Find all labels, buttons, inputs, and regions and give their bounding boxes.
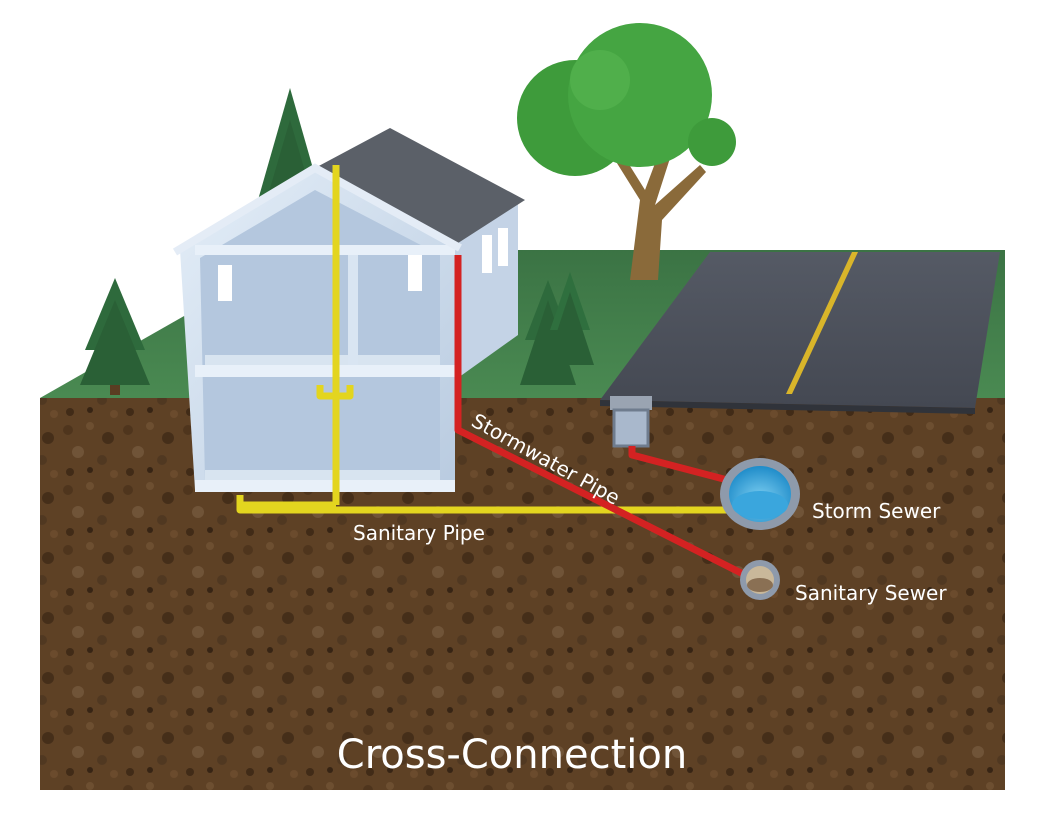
label-storm-sewer: Storm Sewer: [812, 499, 941, 523]
pine-tree-left: [80, 278, 150, 395]
label-sanitary-pipe: Sanitary Pipe: [353, 521, 485, 545]
road-edge: [600, 400, 975, 414]
storm-sewer: [720, 458, 800, 530]
road-center-line: [786, 252, 858, 394]
deciduous-tree: [517, 23, 736, 280]
page-title: Cross-Connection: [337, 732, 687, 778]
road: [600, 252, 1000, 408]
storm-drain-inlet: [610, 396, 652, 448]
label-sanitary-sewer: Sanitary Sewer: [795, 581, 947, 605]
stormwater-pipe: [454, 255, 757, 584]
sanitary-sewer: [740, 560, 780, 600]
house: [172, 128, 525, 492]
sanitary-pipe: [236, 165, 734, 514]
pine-tree-cluster: [520, 272, 594, 385]
